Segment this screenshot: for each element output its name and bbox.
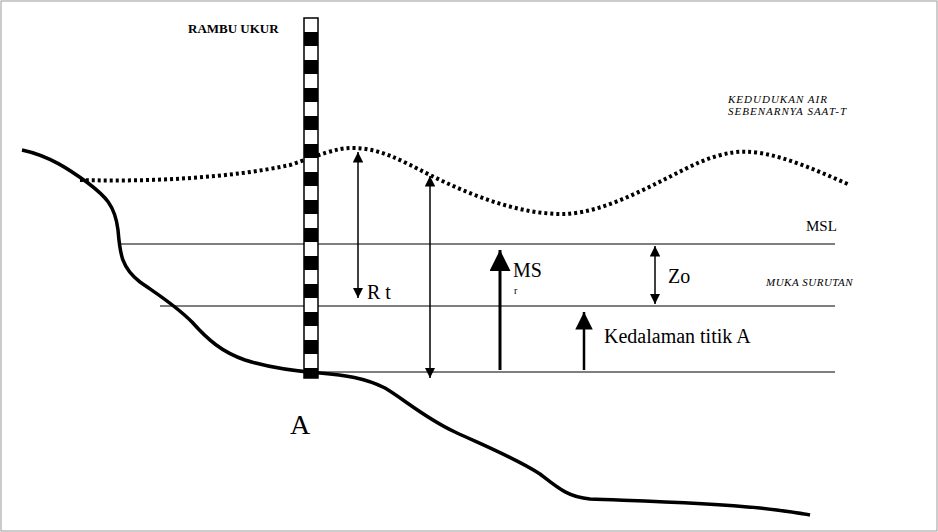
water-height-arrow	[429, 176, 431, 378]
seabed-level-line	[312, 371, 835, 372]
rt-label: R t	[367, 281, 391, 303]
seabed-profile	[22, 150, 810, 515]
zo-arrow	[654, 246, 656, 304]
msl-line	[118, 243, 835, 244]
zo-label: Zo	[668, 265, 690, 287]
rt-arrow	[357, 152, 359, 298]
water-level-label: KEDUDUKAN AIR SEBENARNYA SAAT-T	[728, 93, 893, 117]
depth-arrow	[583, 312, 586, 370]
staff-label: RAMBU UKUR	[188, 22, 279, 36]
ms-label: MS	[513, 259, 542, 281]
tide-staff	[304, 18, 318, 378]
water-surface-wave	[80, 148, 850, 214]
ms-arrow	[499, 250, 502, 370]
chart-datum-label: MUKA SURUTAN	[766, 276, 853, 288]
depth-label: Kedalaman titik A	[604, 325, 751, 347]
ms-subscript: r	[514, 285, 517, 296]
msl-label: MSL	[806, 218, 837, 235]
point-label: A	[290, 410, 310, 441]
chart-datum-line	[160, 305, 835, 306]
